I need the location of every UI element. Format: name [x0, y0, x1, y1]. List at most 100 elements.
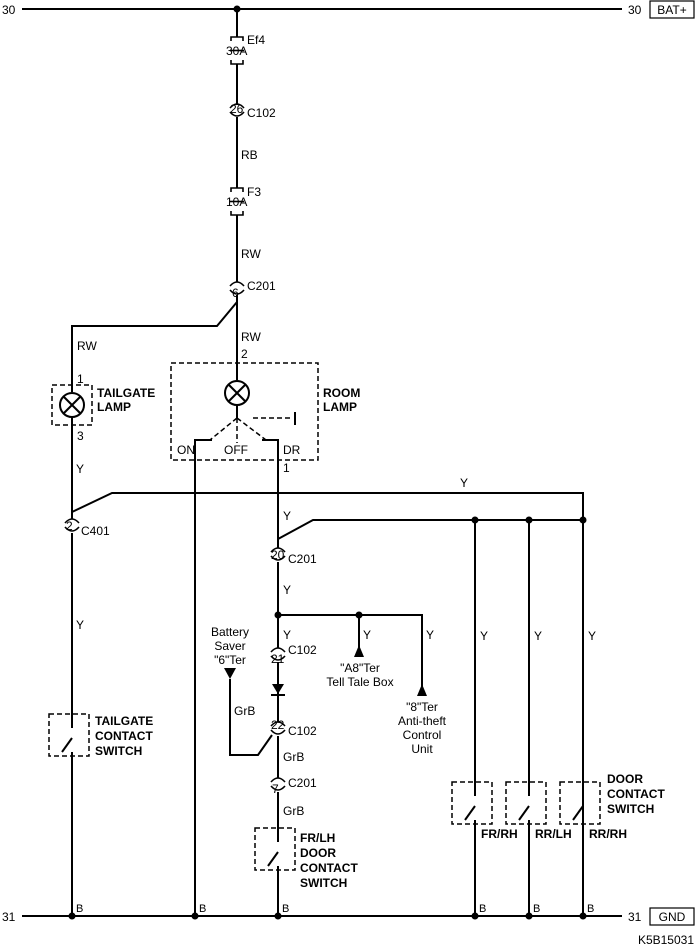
fr-lh-label-3: CONTACT: [300, 861, 358, 875]
door-contact-switches: Y Y Y FR/RH RR/LH RR/RH DOOR CONTACT SWI…: [451, 520, 665, 920]
wire-y-tailgate-label: Y: [76, 462, 84, 476]
fr-lh-switch-contact-icon: [267, 851, 279, 867]
gnd-tag: GND: [659, 910, 686, 924]
c201-7-name: C201: [288, 776, 317, 790]
fuse-ef4-rating: 30A: [226, 44, 247, 58]
bus-top-right-number: 30: [628, 3, 642, 17]
room-lamp-label-2: LAMP: [323, 400, 357, 414]
wire-grb-c201-7-label: GrB: [283, 804, 304, 818]
room-lamp-pos-on: ON: [177, 443, 195, 457]
room-lamp-pin-dr: 1: [283, 461, 290, 475]
c201-20-pin: 20: [271, 548, 285, 562]
diode-icon: [272, 684, 284, 694]
fr-lh-label-2: DOOR: [300, 846, 336, 860]
wire-b-4-label: B: [479, 903, 486, 915]
tailgate-lamp-label-1: TAILGATE: [97, 386, 155, 400]
tailgate-switch-contact-icon: [61, 737, 73, 753]
room-lamp-pos-off: OFF: [224, 443, 248, 457]
diode: [271, 662, 285, 722]
wire-rw-room-label: RW: [241, 330, 261, 344]
tell-tale-terminal-icon: [354, 645, 364, 657]
bat-plus-tag: BAT+: [657, 3, 686, 17]
c102-22-pin: 22: [271, 718, 285, 732]
door-switch-label-1: DOOR: [607, 772, 643, 786]
battery-saver-terminal-icon: [224, 668, 236, 679]
wire-rw-left-label: RW: [77, 339, 97, 353]
bat-plus-tag-box: [649, 0, 695, 19]
bus-top-left-number: 30: [2, 3, 16, 17]
wire-y-rr-rh-label: Y: [588, 629, 596, 643]
tailgate-switch-label-1: TAILGATE: [95, 714, 153, 728]
connector-c201-20: 20 C201: [270, 547, 317, 566]
figure-code: K5B15031: [638, 933, 694, 947]
room-lamp: 2 ON OFF DR 1 ROOM LAMP: [170, 347, 360, 916]
wire-b-5-label: B: [533, 903, 540, 915]
wire-y-room-out-label: Y: [283, 509, 291, 523]
connector-c102-22: 22 C102: [270, 718, 317, 738]
connector-c201-7: 7 C201: [270, 776, 317, 796]
bus-bottom-right-number: 31: [628, 910, 642, 924]
battery-saver-label-3: "6"Ter: [214, 653, 246, 667]
c102-26-name: C102: [247, 106, 276, 120]
room-lamp-pin-top: 2: [241, 347, 248, 361]
ground-bus: 31 31 GND: [2, 907, 695, 926]
c201-6-pin: 6: [232, 286, 239, 300]
top-y-bus: Y: [71, 476, 584, 910]
door-signal-wire: Y Y Y Y: [274, 562, 434, 690]
c102-26-pin: 26: [230, 102, 244, 116]
battery-saver-label-2: Saver: [214, 639, 245, 653]
rr-rh-switch-contact-icon: [572, 805, 584, 821]
connector-c102-21: 21 C102: [270, 643, 317, 666]
anti-theft-terminal-icon: [417, 684, 427, 696]
fr-lh-door-contact-switch: B FR/LH DOOR CONTACT SWITCH: [254, 827, 358, 920]
battery-saver: Battery Saver "6"Ter GrB: [211, 625, 273, 756]
main-feed-wire: [233, 5, 241, 380]
rr-lh-switch-contact-icon: [518, 805, 530, 821]
c201-7-pin: 7: [272, 782, 279, 796]
fuse-f3: F3 10A: [226, 185, 261, 216]
wire-b-2-label: B: [199, 903, 206, 915]
tell-tale-label-2: Tell Tale Box: [326, 675, 393, 689]
door-switch-y-bus: Y: [277, 509, 587, 540]
connector-c201-6: 6 C201: [229, 279, 276, 300]
rr-rh-label: RR/RH: [589, 827, 627, 841]
tailgate-circuit-wire: Y Y B: [68, 430, 84, 920]
wire-b-1-label: B: [76, 903, 83, 915]
rr-rh-door-switch: RR/RH: [559, 781, 627, 916]
anti-theft-label-1: "8"Ter: [406, 700, 438, 714]
anti-theft-label-2: Anti-theft: [398, 714, 447, 728]
c201-20-name: C201: [288, 552, 317, 566]
anti-theft-label-4: Unit: [411, 742, 433, 756]
wire-y-rr-lh-label: Y: [534, 629, 542, 643]
battery-bus: 30 30 BAT+: [2, 0, 695, 19]
wire-y-top-bus-label: Y: [460, 476, 468, 490]
rr-lh-door-switch: RR/LH: [505, 781, 572, 916]
fr-rh-label: FR/RH: [481, 827, 518, 841]
tailgate-switch-label-2: CONTACT: [95, 729, 153, 743]
wire-b-6-label: B: [587, 903, 594, 915]
room-lamp-pos-dr: DR: [283, 443, 301, 457]
connector-c401-2: 2 C401: [64, 518, 110, 538]
anti-theft-control-unit: "8"Ter Anti-theft Control Unit: [398, 684, 447, 756]
tailgate-contact-switch: TAILGATE CONTACT SWITCH: [48, 713, 153, 758]
door-switch-label-3: SWITCH: [607, 802, 654, 816]
rr-lh-label: RR/LH: [535, 827, 572, 841]
tailgate-switch-label-3: SWITCH: [95, 744, 142, 758]
bus-bottom-left-number: 31: [2, 910, 16, 924]
fr-lh-label-4: SWITCH: [300, 876, 347, 890]
wire-y-a8-label: Y: [363, 628, 371, 642]
gnd-tag-box: [649, 907, 695, 926]
wire-rw-main-label: RW: [241, 247, 261, 261]
c401-2-pin: 2: [66, 519, 73, 533]
wire-rb-label: RB: [241, 148, 258, 162]
wire-grb-c102-22-label: GrB: [283, 750, 304, 764]
wire-y-8ter-label: Y: [426, 628, 434, 642]
wire-y-fr-label: Y: [480, 629, 488, 643]
tell-tale-label-1: "A8"Ter: [340, 661, 380, 675]
wire-b-3-label: B: [282, 903, 289, 915]
fuse-f3-rating: 10A: [226, 195, 247, 209]
c102-21-pin: 21: [271, 652, 285, 666]
wire-y-c102-21-label: Y: [283, 628, 291, 642]
fr-rh-door-switch: FR/RH: [451, 781, 518, 916]
tailgate-lamp-pin-bottom: 3: [77, 429, 84, 443]
